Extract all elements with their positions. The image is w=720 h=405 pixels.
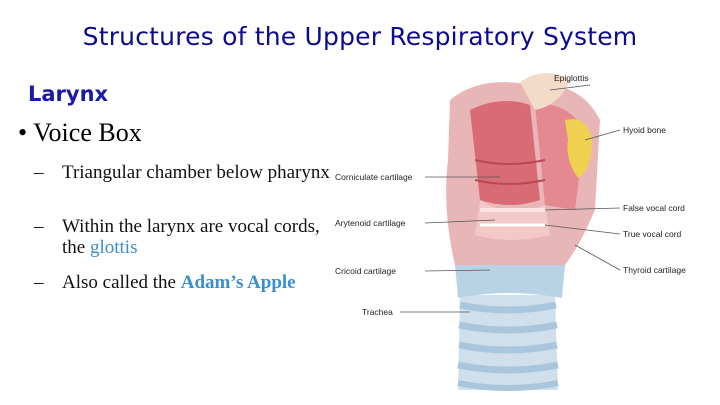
label-false-vocal-cord: False vocal cord: [623, 203, 685, 213]
sub-bullet-text: Within the larynx are vocal cords, the: [62, 216, 320, 258]
sub-bullet-3: – Also called the Adam’s Apple: [34, 272, 342, 293]
label-trachea: Trachea: [362, 307, 393, 317]
adams-apple-highlight: Adam’s Apple: [180, 272, 296, 293]
sub-bullet-text: Triangular chamber below pharynx: [62, 162, 330, 183]
label-true-vocal-cord: True vocal cord: [623, 229, 682, 239]
label-arytenoid-cartilage: Arytenoid cartilage: [335, 218, 406, 228]
trachea-illustration: [457, 295, 559, 391]
larynx-illustration: [446, 82, 600, 265]
glottis-highlight: glottis: [89, 237, 138, 258]
slide-title: Structures of the Upper Respiratory Syst…: [82, 22, 638, 51]
sub-bullet-text: Also called the: [62, 272, 181, 293]
section-heading: Larynx: [28, 82, 109, 106]
cricoid-illustration: [455, 257, 565, 298]
sub-bullet-1: – Triangular chamber below pharynx: [34, 162, 342, 183]
larynx-diagram: Corniculate cartilage Arytenoid cartilag…: [335, 72, 686, 391]
hyoid-illustration: [565, 119, 592, 178]
main-bullet: • Voice Box: [18, 118, 142, 147]
label-thyroid-cartilage: Thyroid cartilage: [623, 265, 686, 275]
dash-marker: –: [34, 216, 44, 237]
sub-bullet-2: – Within the larynx are vocal cords, the…: [34, 216, 342, 258]
dash-marker: –: [34, 272, 44, 293]
label-epiglottis: Epiglottis: [554, 73, 589, 83]
label-cricoid-cartilage: Cricoid cartilage: [335, 266, 396, 276]
label-hyoid-bone: Hyoid bone: [623, 125, 666, 135]
epiglottis-illustration: [520, 72, 570, 110]
label-corniculate-cartilage: Corniculate cartilage: [335, 172, 413, 182]
dash-marker: –: [34, 162, 44, 183]
